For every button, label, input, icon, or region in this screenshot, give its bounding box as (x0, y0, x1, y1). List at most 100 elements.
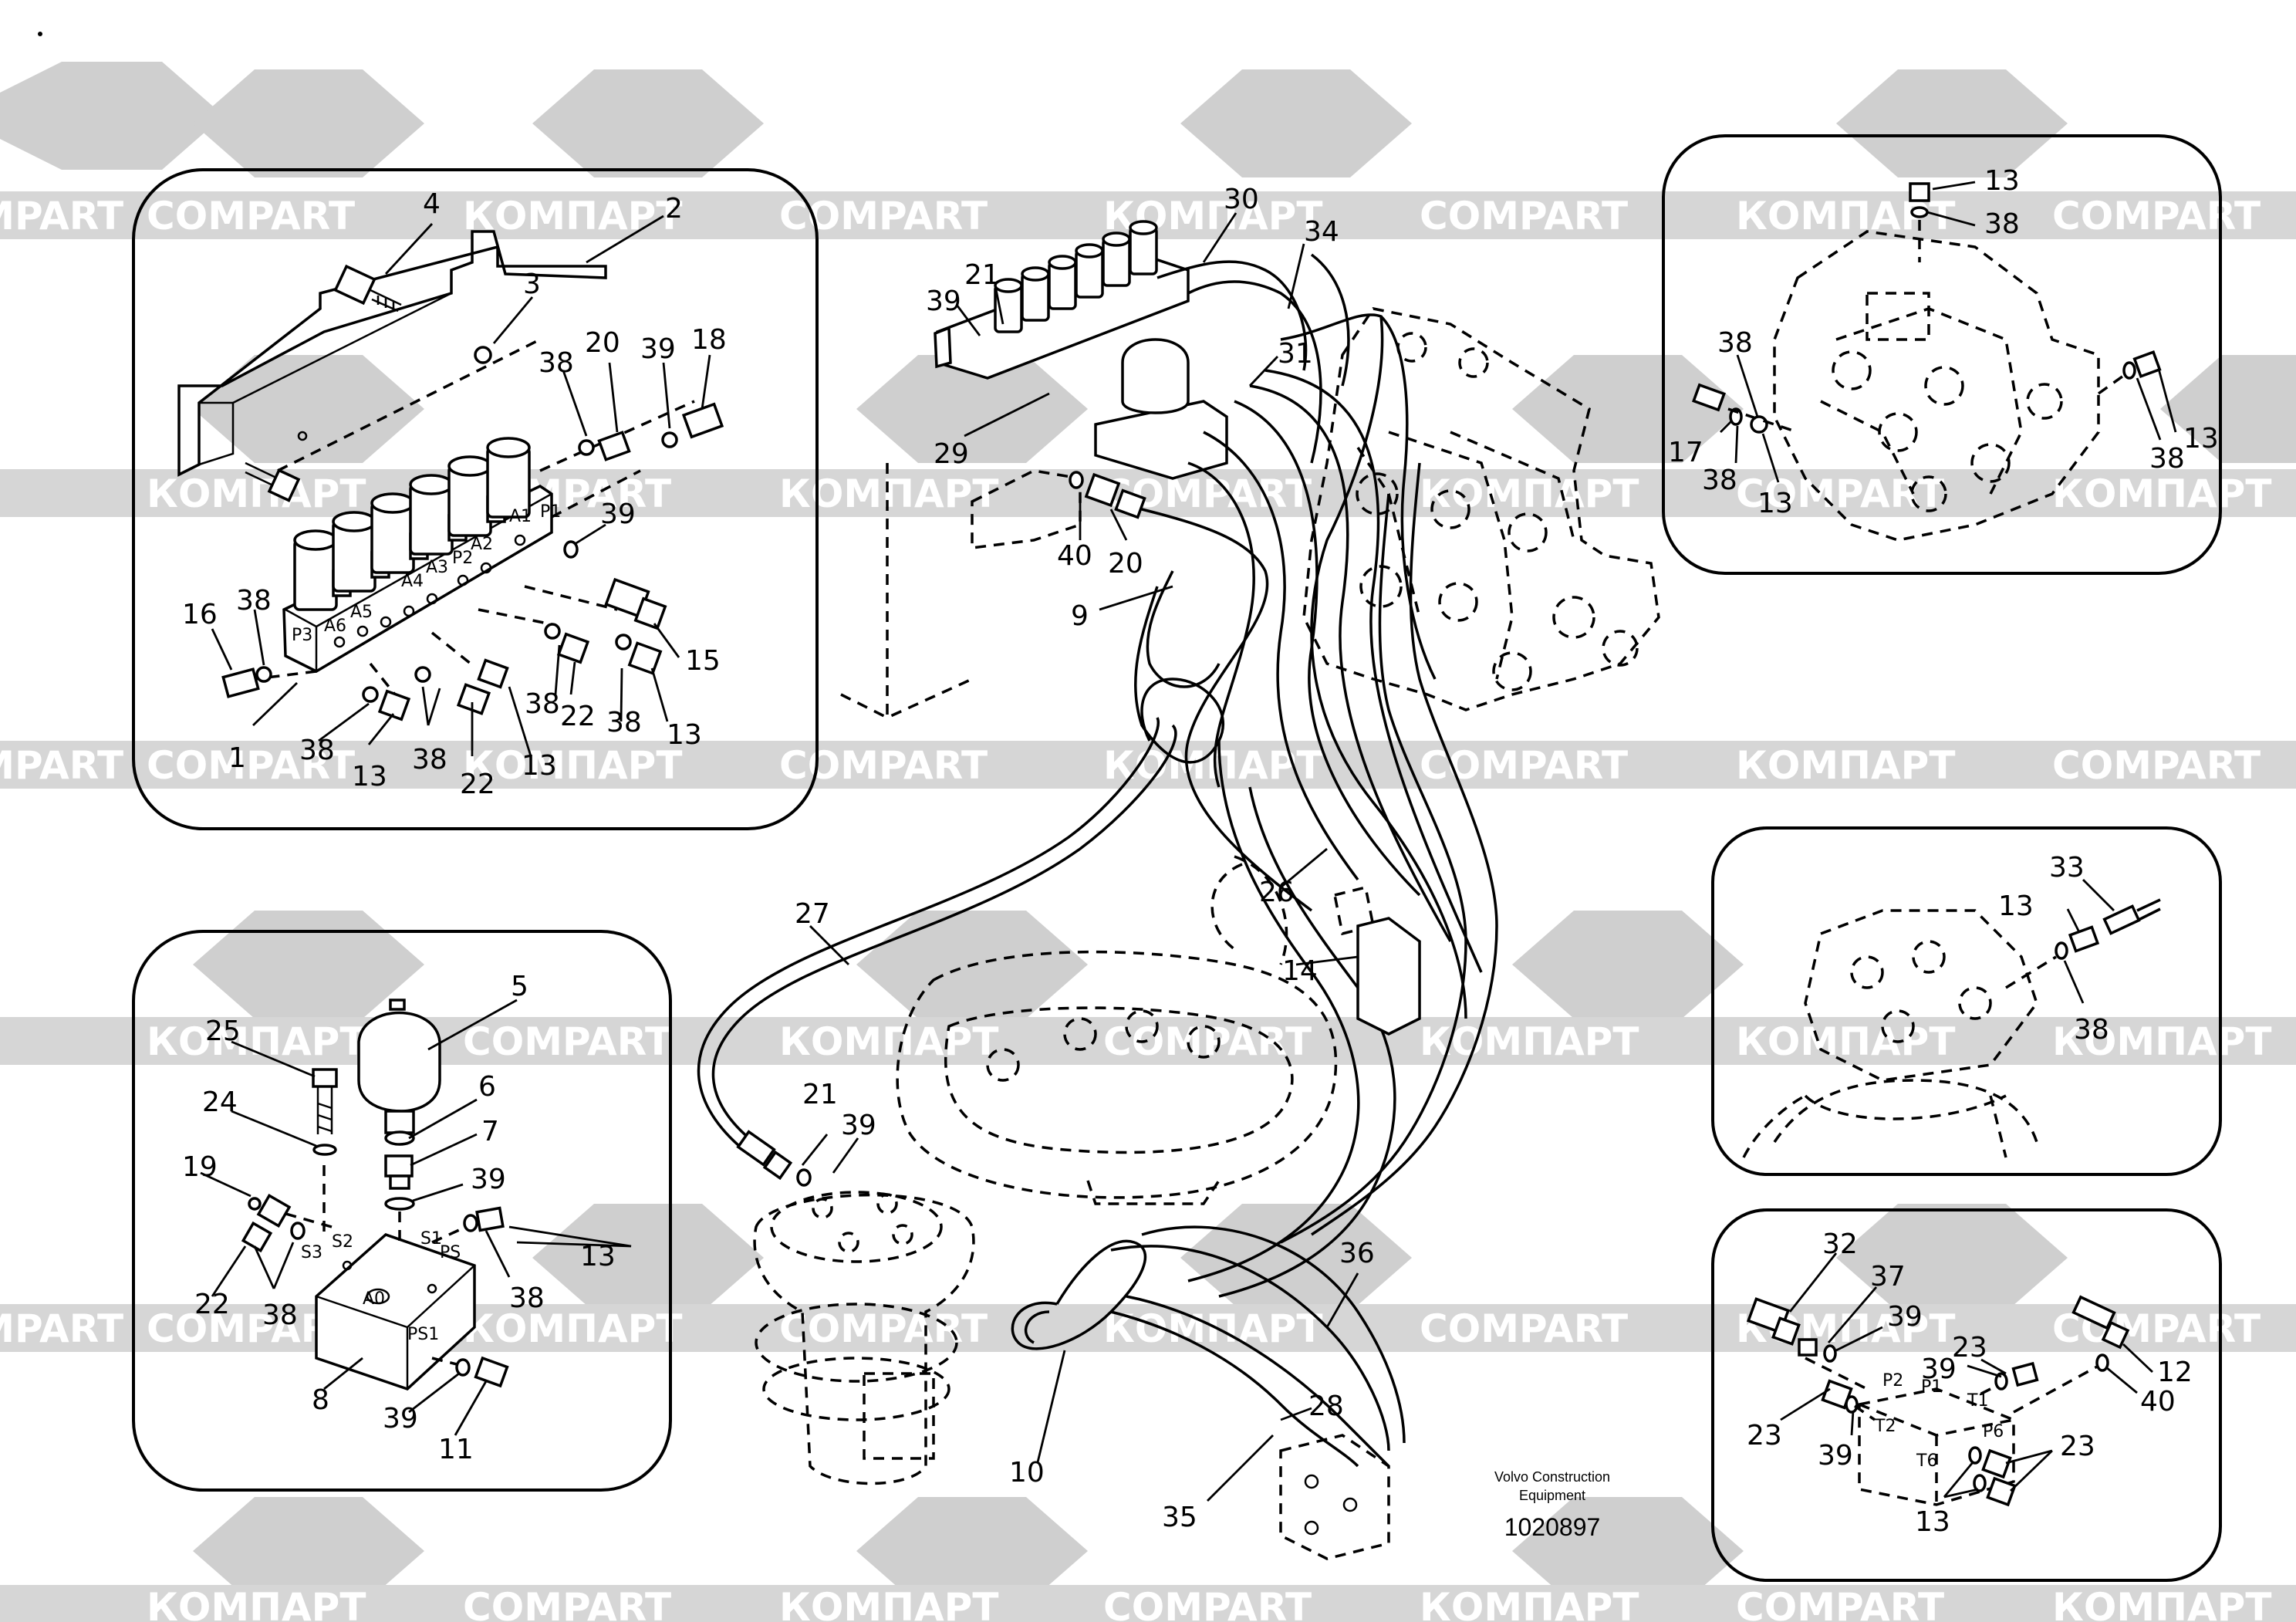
svg-text:COMPART: COMPART (463, 1019, 671, 1064)
svg-text:COMPART: COMPART (779, 1306, 988, 1351)
inset-frames (132, 134, 2222, 1582)
control-valve-inset (1692, 181, 2177, 542)
inset-manifold-block (1711, 1208, 2222, 1582)
svg-text:КОМПАРТ: КОМПАРТ (463, 1306, 682, 1351)
hose-bundle (697, 253, 1498, 1468)
callout: 39 (640, 333, 676, 365)
elbow-11 (455, 1356, 509, 1388)
port-label: T1 (1967, 1391, 1988, 1411)
leader-lines-inset5 (1780, 1252, 2153, 1499)
callout: 21 (802, 1079, 838, 1110)
leader-lines-main (801, 212, 1359, 1502)
caption-line-2: Equipment (1519, 1488, 1585, 1503)
svg-text:КОМПАРТ: КОМПАРТ (779, 1019, 998, 1064)
svg-text:COMPART: COMPART (1736, 471, 1944, 516)
port-label: P1 (540, 502, 561, 522)
svg-text:КОМПАРТ: КОМПАРТ (147, 1019, 366, 1064)
fitting-18 (661, 402, 724, 448)
svg-text:КОМПАРТ: КОМПАРТ (147, 1585, 366, 1622)
inset-accumulator-block (132, 930, 672, 1492)
callout: 20 (585, 327, 620, 359)
leader-lines-inset4 (2063, 879, 2115, 1004)
callout: 13 (352, 761, 387, 792)
callout: 40 (2140, 1386, 2176, 1418)
callout: 39 (383, 1403, 418, 1434)
watermark-hexagons (0, 62, 2296, 1605)
callout: 17 (1668, 437, 1703, 468)
callout: 31 (1278, 338, 1313, 370)
callout: 39 (926, 286, 961, 317)
port-label: PS (440, 1243, 461, 1262)
callout: 13 (1984, 165, 2020, 197)
svg-text:КОМПАРТ: КОМПАРТ (463, 194, 682, 238)
callout: 23 (1747, 1420, 1782, 1451)
callout: 38 (1717, 327, 1753, 359)
svg-text:COMPART: COMPART (1103, 1585, 1312, 1622)
callout: 38 (299, 735, 335, 766)
svg-text:КОМПАРТ: КОМПАРТ (2052, 1585, 2271, 1622)
swivel-joint (753, 1191, 975, 1485)
svg-text:COMPART: COMPART (0, 1306, 123, 1351)
callout: 28 (1308, 1391, 1344, 1422)
callout: 16 (182, 599, 218, 630)
svg-text:COMPART: COMPART (147, 194, 355, 238)
svg-text:COMPART: COMPART (463, 1585, 671, 1622)
callout: 2 (665, 193, 683, 225)
document-number: 1020897 (1504, 1513, 1601, 1541)
solenoid-valve-main (934, 220, 1190, 380)
port-label: A6 (324, 617, 346, 636)
main-coils (994, 220, 1158, 333)
adapter-37 (1798, 1338, 1818, 1357)
plug-fittings (362, 623, 663, 721)
washer-24 (312, 1144, 337, 1156)
seal-6 (384, 1130, 415, 1146)
callout: 18 (691, 324, 727, 356)
lower-valve-block (1279, 1434, 1390, 1560)
drawing-caption: Volvo Construction Equipment 1020897 (1494, 1469, 1610, 1541)
port-label: T2 (1874, 1417, 1896, 1436)
callout: 21 (964, 259, 1000, 291)
accumulator-block-assembly: S3 S2 S1 PS A0 PS1 (200, 999, 632, 1436)
port-label: T6 (1916, 1451, 1937, 1471)
washer-3 (474, 346, 492, 364)
svg-text:КОМПАРТ: КОМПАРТ (2052, 471, 2271, 516)
callout-labels: 4 2 3 38 20 39 18 39 16 38 15 1 38 13 38… (182, 165, 2219, 1538)
callout: 38 (1702, 465, 1737, 496)
svg-text:COMPART: COMPART (2052, 743, 2261, 788)
svg-text:COMPART: COMPART (0, 743, 123, 788)
port-holes (333, 534, 526, 648)
svg-text:COMPART: COMPART (2052, 194, 2261, 238)
callout: 38 (606, 707, 642, 738)
callout: 35 (1162, 1502, 1197, 1533)
fitting-19 (248, 1193, 292, 1228)
callout: 10 (1009, 1457, 1045, 1489)
svg-text:COMPART: COMPART (147, 743, 355, 788)
bolt-25 (312, 1068, 338, 1134)
callout: 13 (1998, 890, 2034, 922)
svg-text:КОМПАРТ: КОМПАРТ (779, 471, 998, 516)
port-label: A4 (401, 572, 424, 591)
callout: 39 (1818, 1440, 1853, 1472)
mounting-bolt (245, 461, 301, 502)
callout: 38 (509, 1282, 545, 1314)
callout: 39 (1921, 1353, 1957, 1385)
svg-text:КОМПАРТ: КОМПАРТ (1420, 1585, 1639, 1622)
fitting-16 (221, 666, 272, 698)
callout: 13 (1757, 488, 1793, 519)
port-label: A1 (509, 507, 532, 526)
callout: 12 (2157, 1357, 2193, 1388)
callout: 38 (262, 1299, 298, 1331)
callout: 38 (525, 688, 560, 720)
plug-13-right (2122, 350, 2162, 380)
callout: 22 (460, 769, 495, 800)
callout: 13 (667, 719, 702, 751)
port-label: P6 (1983, 1422, 2004, 1441)
o-ring-39b (384, 1197, 415, 1211)
plug-13-top (1909, 182, 1930, 218)
plug-22 (241, 1221, 273, 1253)
callout: 6 (478, 1071, 496, 1103)
callout: 38 (1984, 208, 2020, 240)
leader-lines-inset1 (211, 215, 711, 757)
svg-text:КОМПАРТ: КОМПАРТ (1736, 743, 1955, 788)
